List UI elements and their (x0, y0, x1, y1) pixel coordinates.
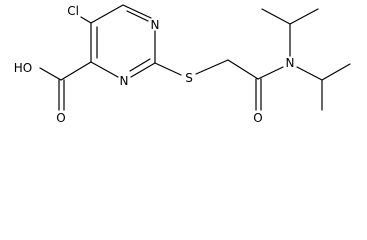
bond-cco-n (257, 66, 284, 80)
bond-ch2-cco (227, 59, 259, 80)
bond-c6-n1 (122, 4, 152, 19)
molecule-structure: Cl N N S N HO O O (14, 4, 351, 125)
bond-c2-n3 (130, 62, 156, 78)
bond-c2-s (154, 62, 182, 76)
bond-ch-right-me-up (321, 63, 351, 81)
bond-ccooh-oh (39, 67, 62, 81)
bond-c4-ccooh (60, 61, 92, 81)
bond-c5-cl (80, 16, 92, 24)
atom-label-amide-oxygen: O (253, 111, 262, 125)
bond-ch-top-me-left (261, 8, 291, 25)
structure-canvas: Cl N N S N HO O O (14, 4, 351, 125)
bond-c5-c6 (90, 4, 124, 24)
atom-label-ring-nitrogen-bottom: N (120, 74, 129, 88)
atom-label-hydroxyl: HO (14, 61, 32, 75)
bond-ch-top-me-right (289, 8, 319, 25)
bond-s-ch2 (195, 59, 229, 75)
atom-label-carboxyl-oxygen: O (56, 111, 65, 125)
bond-n-ch-right (296, 66, 323, 81)
bond-c6-n1-inner (126, 10, 149, 22)
bond-c2-n3-inner (129, 58, 151, 72)
atom-label-chlorine: Cl (67, 4, 79, 18)
atom-label-ring-nitrogen-top: N (151, 18, 160, 32)
bond-n3-c4 (90, 61, 119, 78)
atom-label-amide-nitrogen: N (286, 56, 295, 70)
atom-label-sulfur: S (185, 71, 193, 85)
